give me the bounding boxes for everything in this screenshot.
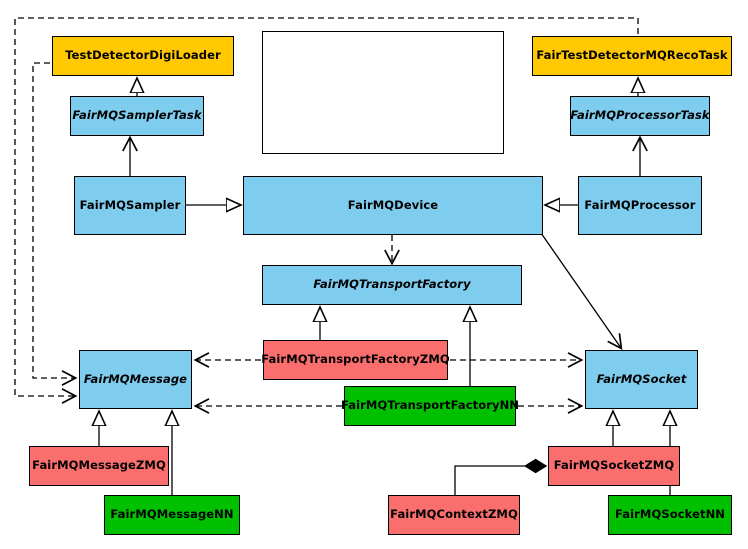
node-digiloader[interactable]: TestDetectorDigiLoader xyxy=(52,36,234,76)
legend-panel xyxy=(262,31,504,154)
node-factory[interactable]: FairMQTransportFactory xyxy=(262,265,522,305)
node-label: FairMQMessageNN xyxy=(110,507,234,522)
node-factoryzmq[interactable]: FairMQTransportFactoryZMQ xyxy=(261,340,450,380)
edge-contextzmq-to-socketzmq xyxy=(454,466,546,495)
node-label: FairTestDetectorMQRecoTask xyxy=(536,48,728,63)
node-label: FairMQProcessor xyxy=(584,197,696,212)
node-label: TestDetectorDigiLoader xyxy=(65,48,221,63)
node-processor[interactable]: FairMQProcessor xyxy=(578,176,702,235)
node-label: FairMQProcessorTask xyxy=(570,108,710,123)
node-samplertask[interactable]: FairMQSamplerTask xyxy=(70,96,204,136)
node-socketnn[interactable]: FairMQSocketNN xyxy=(608,495,732,535)
node-label: FairMQTransportFactoryNN xyxy=(340,398,520,413)
node-label: FairMQDevice xyxy=(347,197,439,212)
node-factorynn[interactable]: FairMQTransportFactoryNN xyxy=(340,386,520,426)
node-label: FairMQMessage xyxy=(83,371,188,386)
node-label: FairMQSocketZMQ xyxy=(553,458,675,473)
node-label: FairMQTransportFactoryZMQ xyxy=(261,352,450,367)
node-recotask[interactable]: FairTestDetectorMQRecoTask xyxy=(532,36,732,76)
node-label: FairMQSocketNN xyxy=(614,507,726,522)
edge-digiloader-to-message xyxy=(32,62,75,378)
node-device[interactable]: FairMQDevice xyxy=(243,176,543,235)
node-label: FairMQSampler xyxy=(79,197,181,212)
node-sampler[interactable]: FairMQSampler xyxy=(74,176,186,235)
node-processortask[interactable]: FairMQProcessorTask xyxy=(570,96,710,136)
edge-device-to-socket xyxy=(540,232,621,348)
node-message[interactable]: FairMQMessage xyxy=(79,350,192,409)
node-label: FairMQMessageZMQ xyxy=(32,458,166,473)
node-socket[interactable]: FairMQSocket xyxy=(585,350,698,409)
node-label: FairMQSocket xyxy=(596,371,687,386)
node-contextzmq[interactable]: FairMQContextZMQ xyxy=(388,495,520,535)
node-messagenn[interactable]: FairMQMessageNN xyxy=(104,495,240,535)
node-label: FairMQSamplerTask xyxy=(72,108,202,123)
node-messagezmq[interactable]: FairMQMessageZMQ xyxy=(29,446,169,486)
node-label: FairMQContextZMQ xyxy=(390,507,518,522)
node-label: FairMQTransportFactory xyxy=(313,277,471,292)
node-socketzmq[interactable]: FairMQSocketZMQ xyxy=(548,446,680,486)
